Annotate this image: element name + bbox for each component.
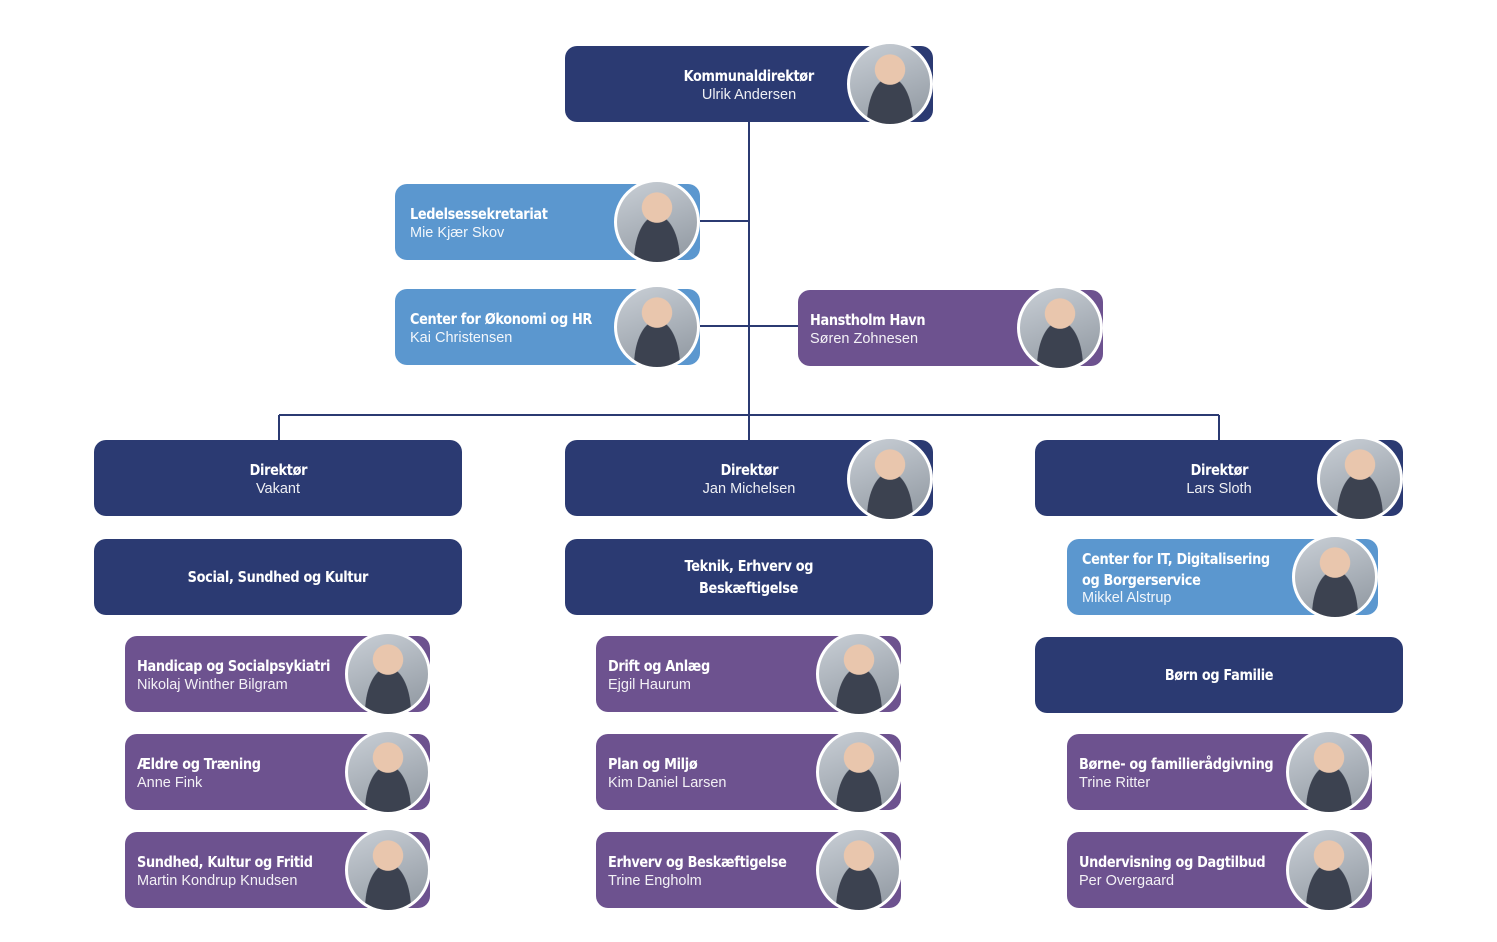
person-photo-icon: [614, 284, 700, 370]
person-photo-icon: [345, 631, 431, 717]
box-title: Plan og Miljø: [608, 754, 698, 773]
box-title: Handicap og Socialpsykiatri: [137, 656, 331, 675]
area-box-social-sundhed-kultur[interactable]: Social, Sundhed og Kultur: [94, 539, 462, 615]
person-photo-icon: [1017, 285, 1103, 371]
box-title: Center for Økonomi og HR: [410, 309, 593, 328]
box-person-name: Ulrik Andersen: [701, 86, 797, 103]
box-title: Sundhed, Kultur og Fritid: [137, 852, 313, 871]
box-person-name: Martin Kondrup Knudsen: [137, 872, 298, 889]
area-title-line2: Beskæftigelse: [699, 579, 799, 597]
box-person-name: Trine Engholm: [608, 872, 702, 889]
box-person-name: Kai Christensen: [410, 329, 513, 346]
box-title: Ældre og Træning: [137, 754, 261, 773]
box-person-name: Ejgil Haurum: [608, 676, 691, 693]
area-box-born-familie[interactable]: Børn og Familie: [1035, 637, 1403, 713]
box-person-name: Trine Ritter: [1079, 774, 1151, 791]
box-title: Erhverv og Beskæftigelse: [608, 852, 787, 871]
area-box-teknik-erhverv[interactable]: Teknik, Erhverv og Beskæftigelse: [565, 539, 933, 615]
person-photo-icon: [816, 729, 902, 815]
box-title-line2: og Borgerservice: [1082, 570, 1201, 589]
box-title: Børne- og familierådgivning: [1079, 754, 1274, 773]
person-photo-icon: [345, 827, 431, 913]
box-person-name: Nikolaj Winther Bilgram: [137, 676, 288, 693]
box-title: Direktør: [720, 460, 778, 479]
person-photo-icon: [1286, 827, 1372, 913]
person-photo-icon: [345, 729, 431, 815]
area-title: Børn og Familie: [1164, 666, 1274, 684]
person-photo-icon: [1292, 534, 1378, 620]
box-person-name: Mikkel Alstrup: [1082, 589, 1172, 606]
box-person-name: Anne Fink: [137, 774, 203, 791]
person-photo-icon: [1317, 436, 1403, 522]
box-title: Hanstholm Havn: [810, 310, 926, 329]
box-title: Direktør: [1190, 460, 1248, 479]
box-person-name: Kim Daniel Larsen: [608, 774, 727, 791]
area-title: Social, Sundhed og Kultur: [187, 568, 369, 586]
box-person-name: Lars Sloth: [1186, 480, 1252, 497]
box-person-name: Mie Kjær Skov: [410, 224, 505, 241]
box-title: Kommunaldirektør: [683, 66, 815, 85]
box-person-name: Søren Zohnesen: [810, 330, 919, 347]
box-person-name: Jan Michelsen: [702, 480, 796, 497]
box-title: Direktør: [249, 460, 307, 479]
box-title: Drift og Anlæg: [608, 656, 710, 675]
box-title: Undervisning og Dagtilbud: [1079, 852, 1266, 871]
person-photo-icon: [816, 827, 902, 913]
person-photo-icon: [1286, 729, 1372, 815]
box-title: Ledelsessekretariat: [410, 204, 548, 223]
director-box-1[interactable]: Direktør Vakant: [94, 440, 462, 516]
person-photo-icon: [614, 179, 700, 265]
box-person-name: Vakant: [255, 480, 301, 497]
area-title-line1: Teknik, Erhverv og: [684, 557, 814, 575]
person-photo-icon: [816, 631, 902, 717]
box-person-name: Per Overgaard: [1079, 872, 1175, 889]
person-photo-icon: [847, 436, 933, 522]
box-title-line1: Center for IT, Digitalisering: [1082, 549, 1270, 568]
person-photo-icon: [847, 41, 933, 127]
